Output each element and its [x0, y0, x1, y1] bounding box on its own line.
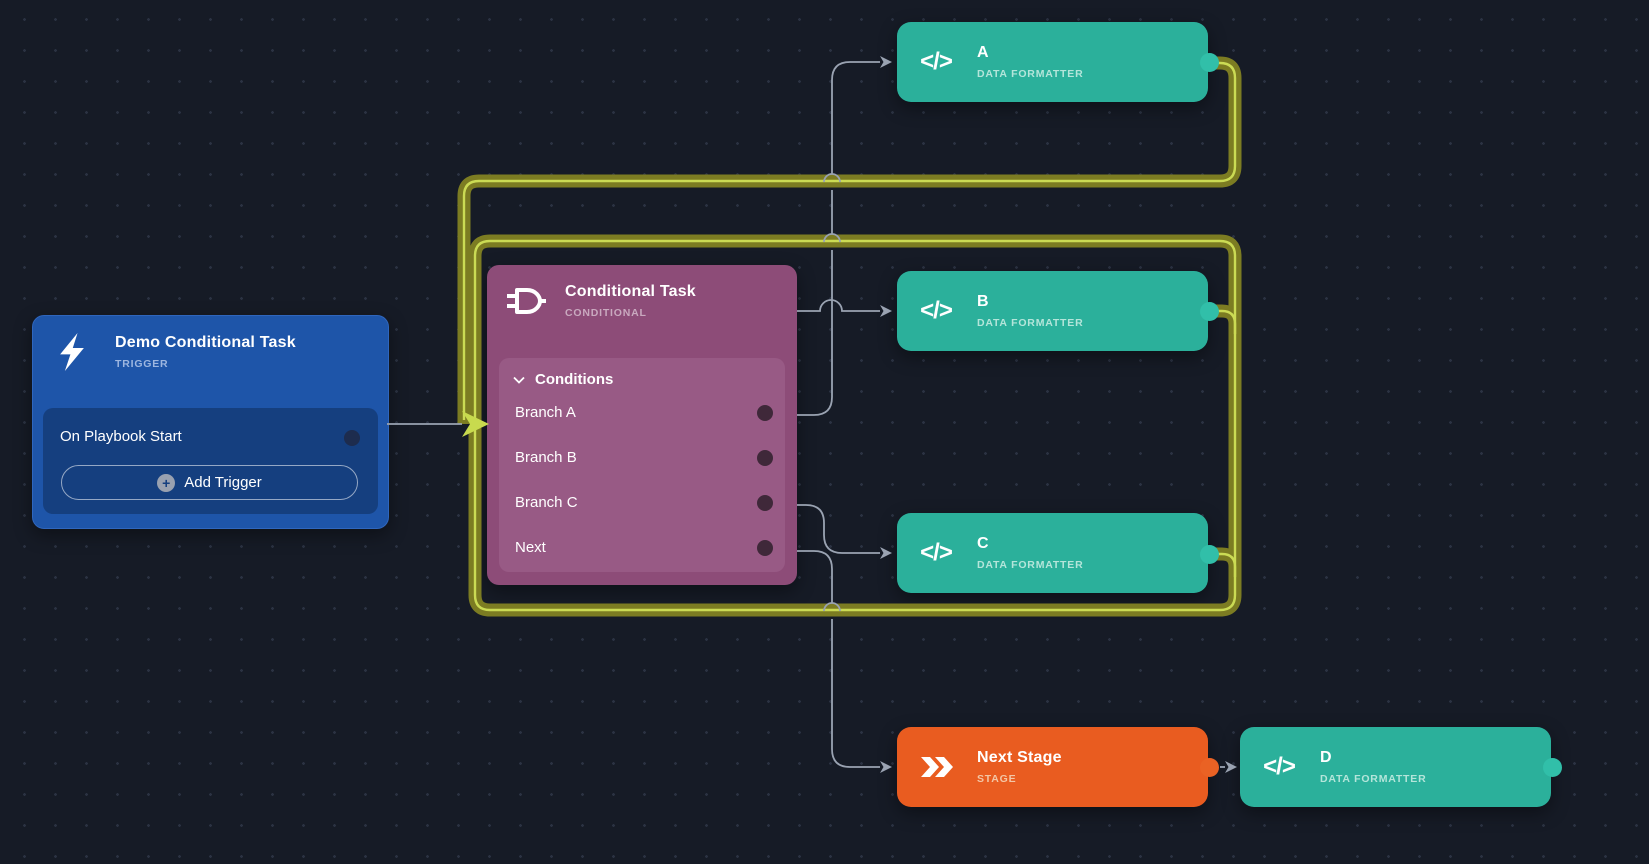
conditional-type-label: CONDITIONAL [565, 307, 647, 319]
conditions-panel: Conditions Branch A Branch B Branch C Ne… [499, 358, 785, 572]
formatter-a-title: A [977, 44, 989, 61]
loop-arrowhead[interactable] [462, 411, 489, 437]
code-icon: </> [920, 297, 953, 324]
branch-row-next[interactable]: Next [499, 525, 785, 570]
plus-icon: + [157, 473, 176, 492]
formatter-a-output-port[interactable] [1200, 53, 1219, 72]
formatter-a-type-label: DATA FORMATTER [977, 68, 1084, 80]
branch-next-port[interactable] [757, 539, 773, 556]
double-chevron-icon [915, 747, 957, 787]
chevron-down-icon [513, 376, 525, 384]
add-trigger-button[interactable]: + Add Trigger [61, 465, 358, 500]
code-icon: </> [920, 48, 953, 75]
next-stage-type-label: STAGE [977, 773, 1017, 785]
branch-next-label: Next [515, 539, 546, 556]
formatter-b-title: B [977, 293, 989, 310]
loop-path-a-line[interactable] [462, 61, 1237, 420]
formatter-node-a[interactable]: </> A DATA FORMATTER [897, 22, 1208, 102]
formatter-d-output-port[interactable] [1543, 758, 1562, 777]
arrowhead-into-next-stage [880, 761, 892, 773]
loop-path-bc-halo[interactable] [468, 234, 1242, 617]
trigger-title: Demo Conditional Task [115, 334, 296, 351]
edge-branch-c-to-c[interactable] [797, 504, 880, 554]
loop-path-bc-line[interactable] [473, 239, 1237, 612]
loop-stub-b-line[interactable] [1210, 309, 1237, 334]
arrowhead-into-a [880, 56, 892, 68]
branch-a-label: Branch A [515, 404, 576, 421]
trigger-output-port[interactable] [344, 430, 360, 446]
formatter-b-type-label: DATA FORMATTER [977, 317, 1084, 329]
next-stage-title: Next Stage [977, 749, 1062, 766]
code-icon: </> [920, 539, 953, 566]
trigger-node[interactable]: Demo Conditional Task TRIGGER On Playboo… [32, 315, 389, 529]
formatter-c-output-port[interactable] [1200, 545, 1219, 564]
arrowhead-into-d [1225, 761, 1237, 773]
branch-a-port[interactable] [757, 404, 773, 421]
code-icon: </> [1263, 753, 1296, 780]
arrowhead-into-b [880, 305, 892, 317]
logic-gate-icon [505, 281, 547, 321]
edge-next-to-next-stage[interactable] [797, 550, 880, 768]
formatter-node-b[interactable]: </> B DATA FORMATTER [897, 271, 1208, 351]
conditional-title: Conditional Task [565, 283, 696, 300]
add-trigger-label: Add Trigger [184, 474, 262, 491]
conditions-label: Conditions [535, 371, 614, 388]
lightning-icon [51, 332, 93, 372]
branch-row-b[interactable]: Branch B [499, 435, 785, 480]
formatter-node-c[interactable]: </> C DATA FORMATTER [897, 513, 1208, 593]
loop-stub-c-line[interactable] [1210, 552, 1237, 577]
branch-b-label: Branch B [515, 449, 577, 466]
conditions-collapse-header[interactable]: Conditions [499, 358, 785, 390]
trigger-row-on-playbook-start[interactable]: On Playbook Start [43, 408, 378, 445]
next-stage-output-port[interactable] [1200, 758, 1219, 777]
trigger-row-label: On Playbook Start [60, 428, 182, 445]
branch-b-port[interactable] [757, 449, 773, 466]
formatter-c-title: C [977, 535, 989, 552]
branch-c-port[interactable] [757, 494, 773, 511]
conditional-node[interactable]: Conditional Task CONDITIONAL Conditions … [487, 265, 797, 585]
next-stage-node[interactable]: Next Stage STAGE [897, 727, 1208, 807]
branch-row-a[interactable]: Branch A [499, 390, 785, 435]
arrowhead-into-c [880, 547, 892, 559]
formatter-d-type-label: DATA FORMATTER [1320, 773, 1427, 785]
edge-conditional-to-b[interactable] [797, 299, 880, 312]
branch-c-label: Branch C [515, 494, 578, 511]
edge-branch-a-to-a[interactable] [797, 61, 880, 416]
formatter-node-d[interactable]: </> D DATA FORMATTER [1240, 727, 1551, 807]
trigger-type-label: TRIGGER [115, 358, 169, 370]
formatter-c-type-label: DATA FORMATTER [977, 559, 1084, 571]
branch-row-c[interactable]: Branch C [499, 480, 785, 525]
trigger-body: On Playbook Start + Add Trigger [43, 408, 378, 514]
formatter-b-output-port[interactable] [1200, 302, 1219, 321]
formatter-d-title: D [1320, 749, 1332, 766]
